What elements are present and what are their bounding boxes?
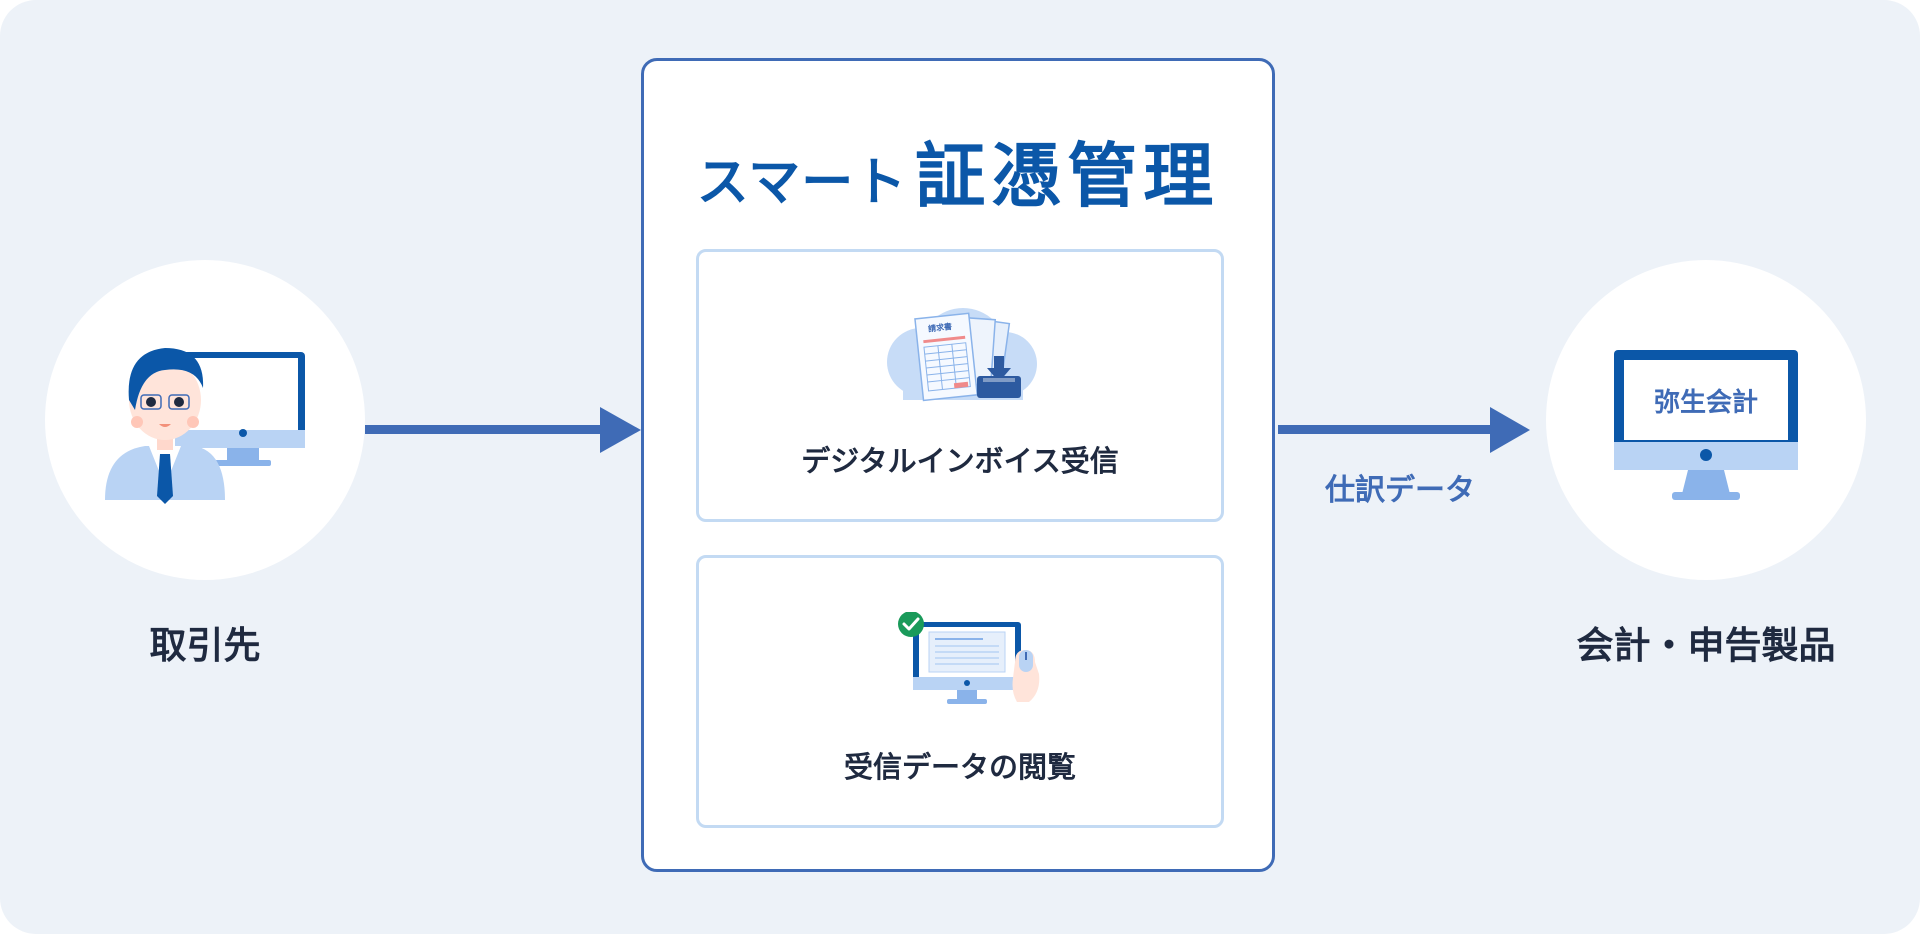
invoice-document-text: 請求書 xyxy=(928,321,953,333)
client-label: 取引先 xyxy=(149,624,261,667)
service-title-main: 証憑管理 xyxy=(915,135,1220,217)
service-title: スマート証憑管理 xyxy=(641,120,1275,221)
service-title-prefix: スマート xyxy=(696,153,908,213)
client-node xyxy=(45,260,365,580)
accounting-node xyxy=(1546,260,1866,580)
feature-label-view-data: 受信データの閲覧 xyxy=(843,750,1076,784)
feature-card-view-data: 受信データの閲覧 xyxy=(696,555,1224,828)
cloud-invoice-download-icon: 請求書 xyxy=(887,308,1037,402)
arrow-client-to-service xyxy=(365,407,641,453)
accounting-monitor-icon xyxy=(1614,350,1798,500)
arrow-service-to-accounting xyxy=(1278,407,1530,453)
monitor-check-mouse-icon xyxy=(898,612,1040,704)
flow-label-journal-data: 仕訳データ xyxy=(1325,473,1475,508)
feature-card-digital-invoice: 請求書 デジタルインボイス受信 xyxy=(696,249,1224,522)
person-at-monitor-icon xyxy=(105,348,305,504)
accounting-screen-text: 弥生会計 xyxy=(1653,388,1758,418)
feature-label-digital-invoice: デジタルインボイス受信 xyxy=(801,444,1119,478)
accounting-label: 会計・申告製品 xyxy=(1576,624,1836,667)
